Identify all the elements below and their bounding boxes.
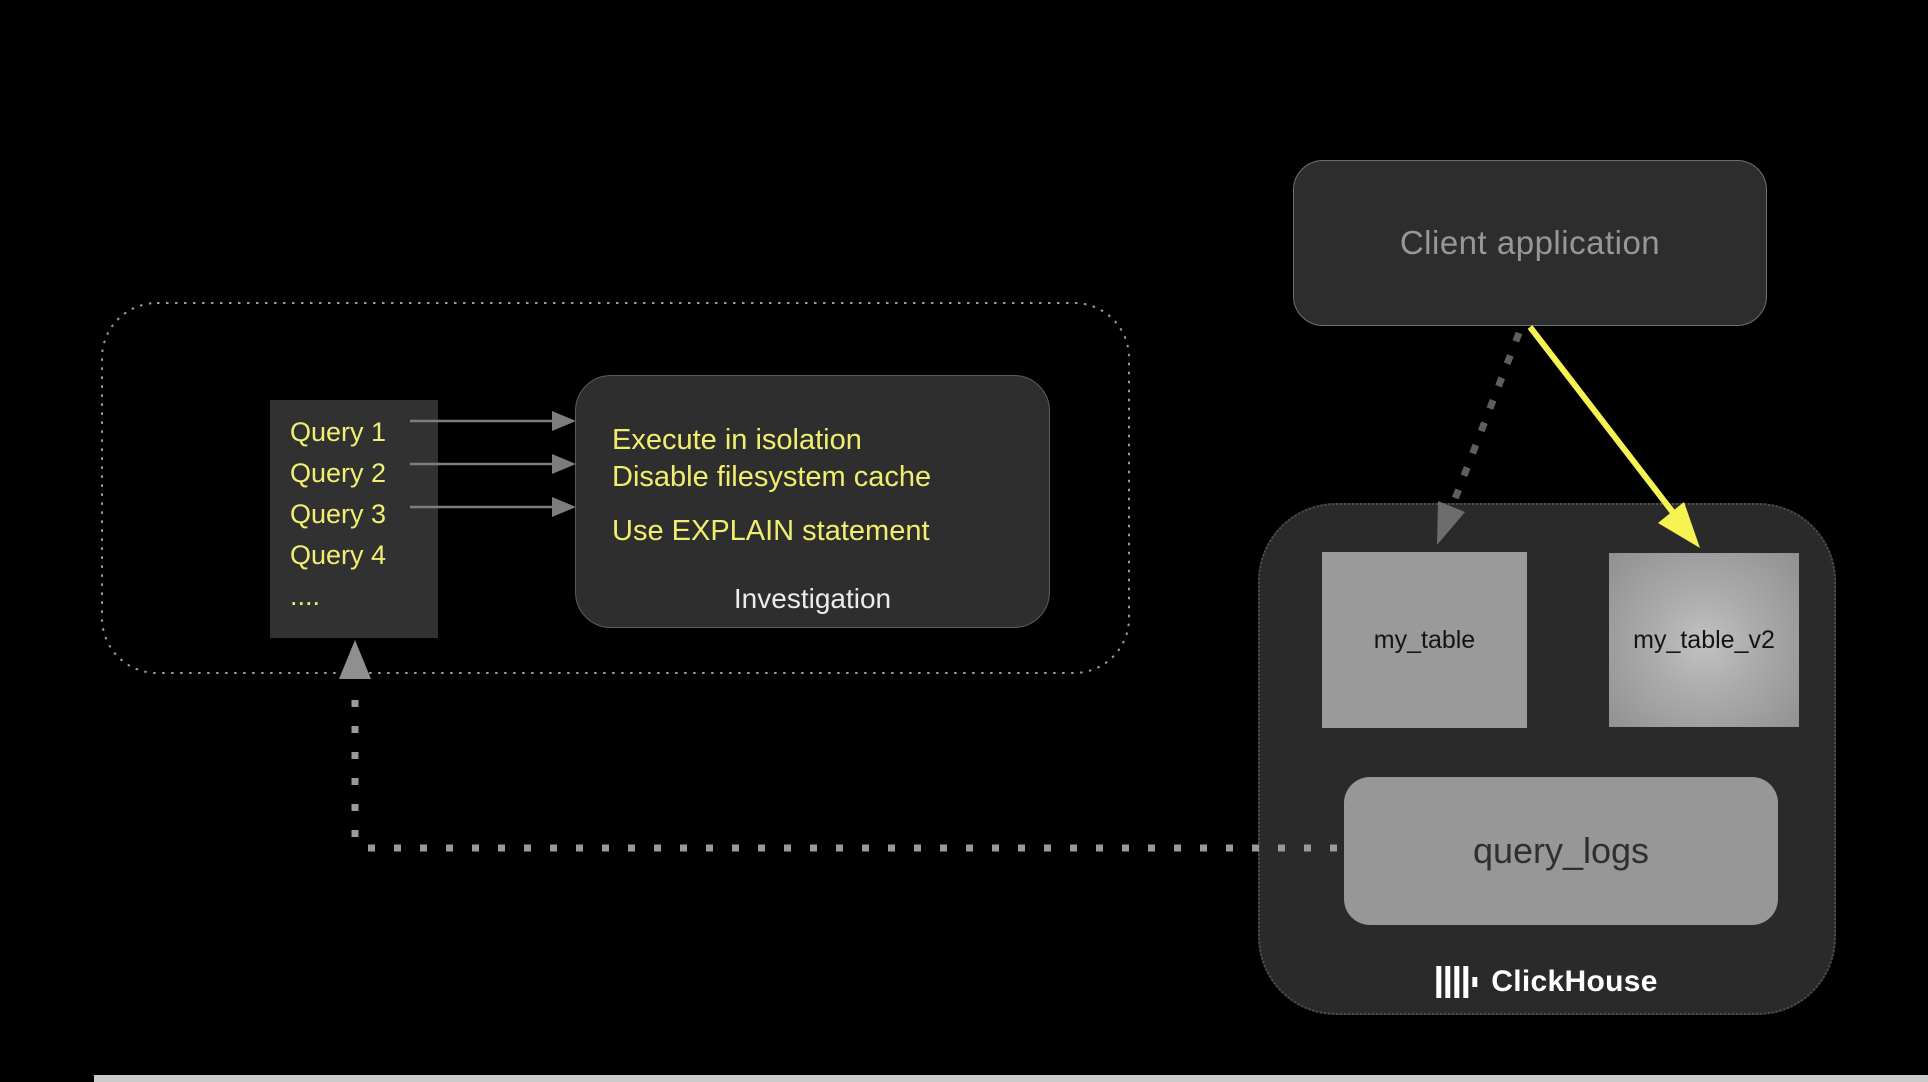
clickhouse-brand: ClickHouse xyxy=(1436,965,1657,999)
query-item: Query 2 xyxy=(290,458,387,488)
investigation-node: Execute in isolation Disable filesystem … xyxy=(575,375,1050,628)
investigation-tip: Execute in isolation xyxy=(612,424,862,456)
slide-edge-strip xyxy=(94,1075,1928,1082)
my-table-v2-node: my_table_v2 xyxy=(1609,553,1799,727)
clickhouse-brand-label: ClickHouse xyxy=(1491,965,1658,998)
my-table-v2-label: my_table_v2 xyxy=(1633,625,1775,654)
my-table-label: my_table xyxy=(1373,625,1476,654)
query-logs-feedback-path xyxy=(339,640,1340,852)
client-application-label: Client application xyxy=(1399,224,1661,261)
query-item: Query 1 xyxy=(290,417,387,447)
my-table-node: my_table xyxy=(1322,552,1527,728)
clickhouse-container: my_table my_table_v2 query_logs ClickHou… xyxy=(1258,503,1836,1015)
query-item-ellipsis: .... xyxy=(290,581,321,611)
query-item: Query 4 xyxy=(290,540,387,570)
query-logs-node: query_logs xyxy=(1344,777,1778,925)
query-list-node: Query 1 Query 2 Query 3 Query 4 .... xyxy=(270,400,438,638)
client-application-node: Client application xyxy=(1293,160,1767,326)
clickhouse-logo-icon xyxy=(1436,966,1478,998)
investigation-tip: Use EXPLAIN statement xyxy=(612,515,930,547)
query-item: Query 3 xyxy=(290,499,387,529)
query-logs-label: query_logs xyxy=(1472,830,1650,871)
investigation-label: Investigation xyxy=(733,583,892,614)
investigation-tip: Disable filesystem cache xyxy=(612,461,932,493)
